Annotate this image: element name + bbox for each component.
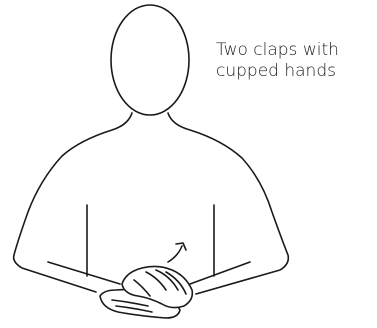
caption-line-1: Two claps with	[216, 40, 339, 61]
caption-line-2: cupped hands	[216, 61, 339, 82]
torso-outline	[14, 113, 132, 292]
torso-outline-right	[168, 113, 288, 294]
motion-arrow	[168, 246, 182, 262]
caption: Two claps with cupped hands	[216, 40, 339, 82]
head	[111, 5, 189, 115]
